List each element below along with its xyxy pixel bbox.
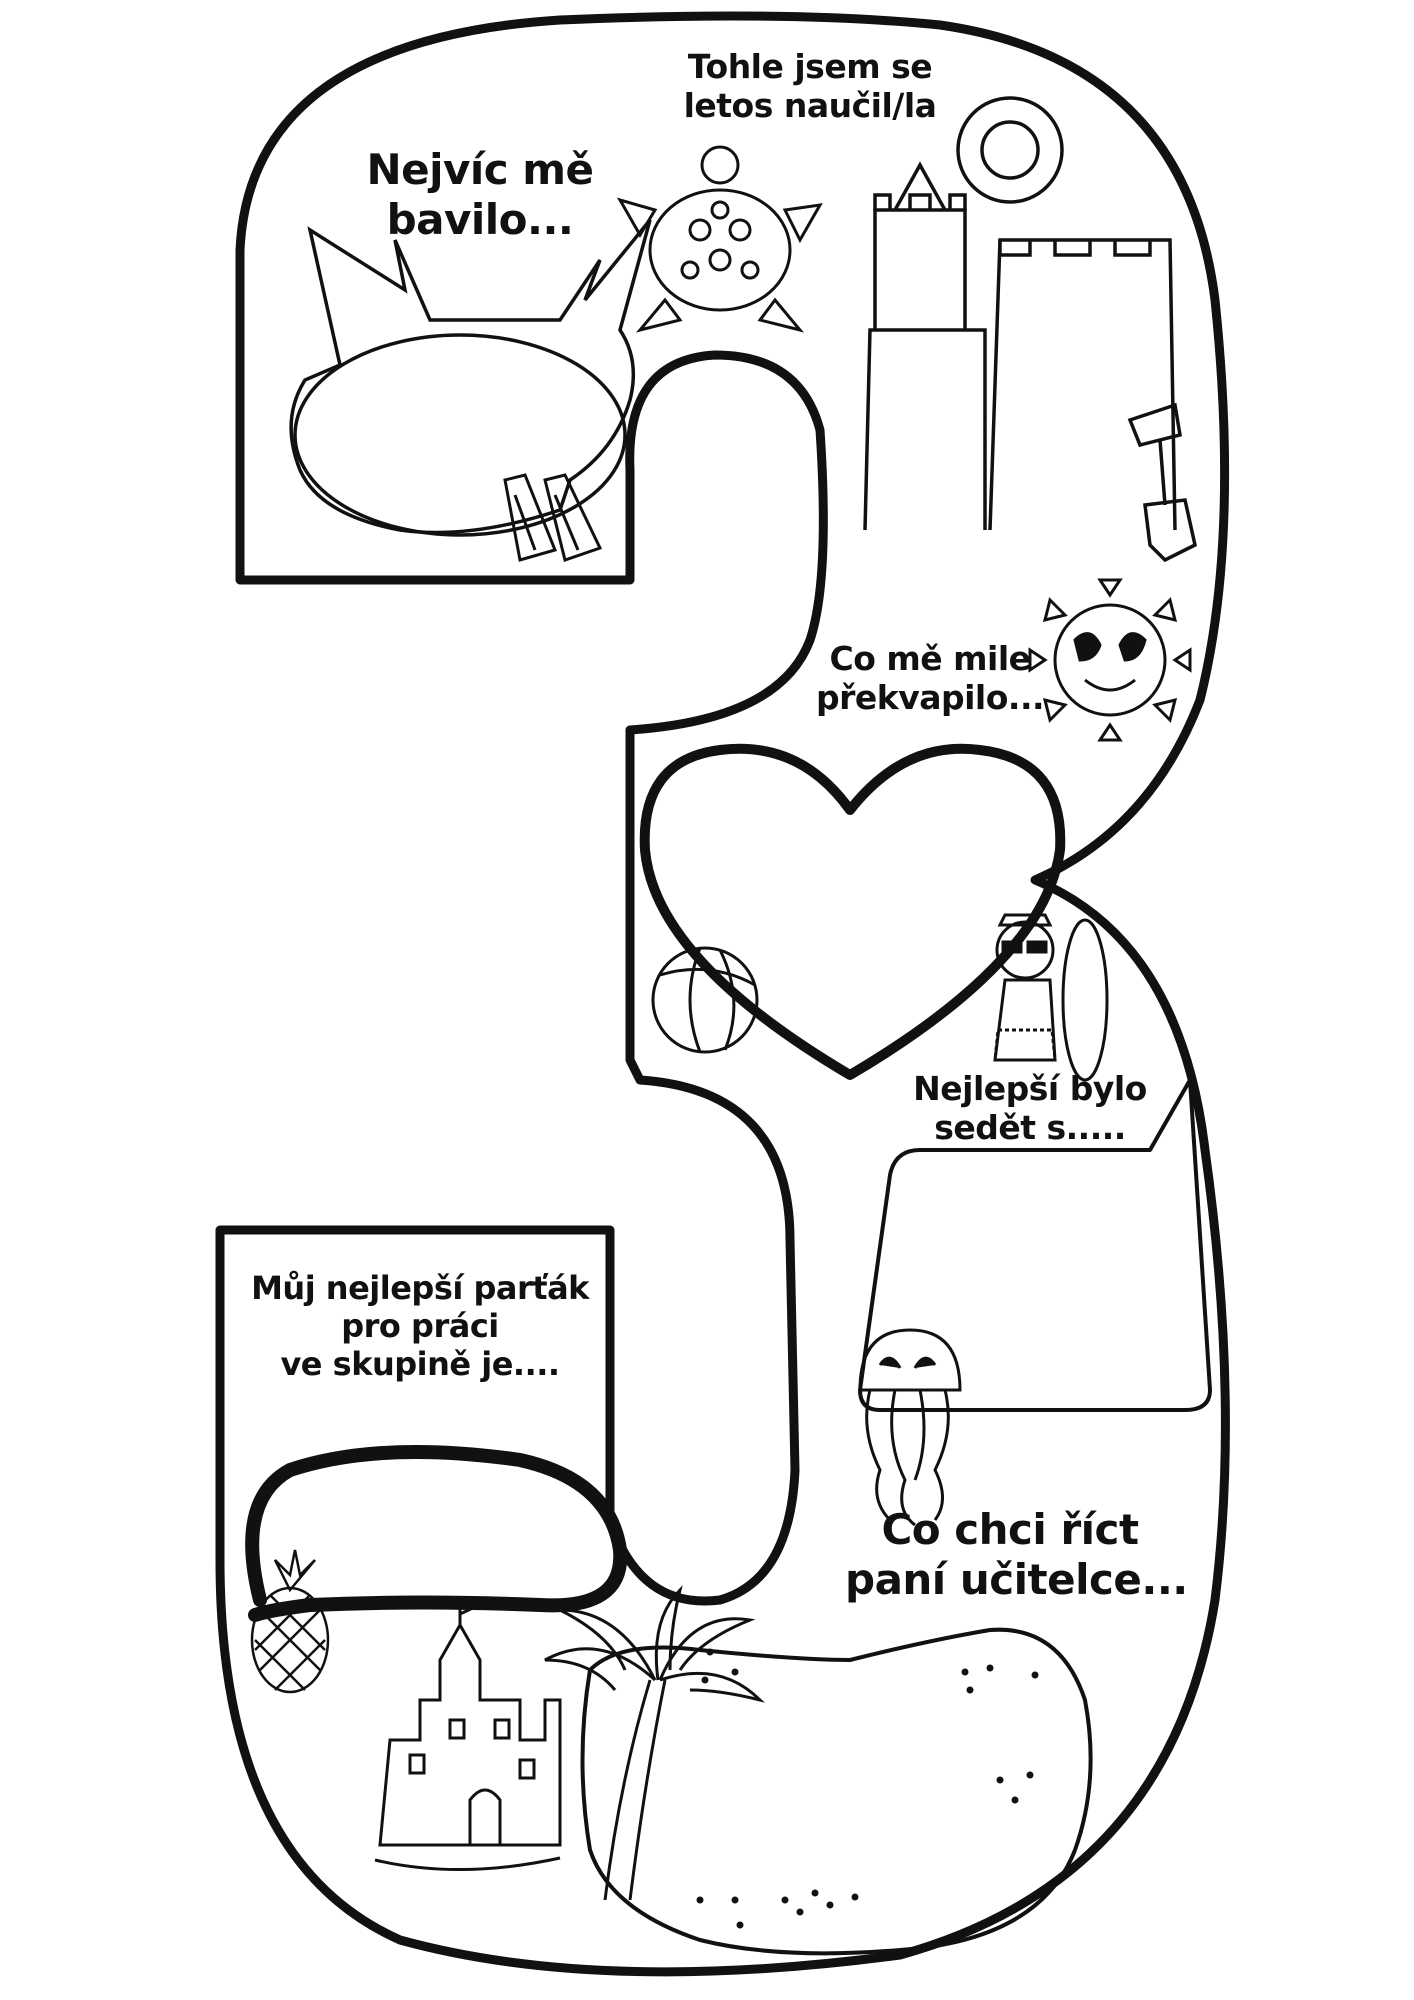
- shovel-icon: [1127, 402, 1198, 563]
- sun-with-sunglasses-icon: [1028, 578, 1192, 742]
- pineapple-icon: [250, 1549, 330, 1694]
- prompt-learned: Tohle jsem se letos naučil/la: [660, 47, 960, 126]
- prompt-line: překvapilo...: [815, 677, 1045, 717]
- prompt-line: Co chci říct: [881, 1505, 1139, 1554]
- prompt-group-partner: Můj nejlepší parťák pro práci ve skupině…: [235, 1269, 605, 1383]
- sandcastle-icon: [374, 1598, 562, 1871]
- sandcastle-tower-icon: [863, 161, 1177, 531]
- prompt-line: Nejvíc mě: [366, 145, 594, 194]
- prompt-surprised: Co mě mile překvapilo...: [800, 639, 1060, 718]
- prompt-line: bavilo...: [386, 194, 574, 244]
- swim-ring-icon: [956, 96, 1064, 204]
- surfing-bear-icon: [993, 913, 1109, 1082]
- surprised-heart-frame: [639, 743, 1066, 1080]
- number-three-outline: [215, 11, 1230, 1977]
- turtle-icon: [616, 145, 823, 333]
- most-fun-frame: [289, 218, 652, 537]
- tell-teacher-blob-frame: [580, 1627, 1093, 1956]
- prompt-line: Můj nejlepší parťák: [251, 1269, 589, 1307]
- group-partner-oval: [245, 1445, 628, 1622]
- palm-tree-icon: [544, 1585, 765, 1901]
- prompt-line: letos naučil/la: [683, 85, 937, 125]
- prompt-line: sedět s.....: [934, 1107, 1126, 1147]
- jellyfish-icon: [858, 1328, 962, 1527]
- prompt-line: pro práci: [341, 1306, 499, 1345]
- prompt-tell-teacher: Co chci říct paní učitelce...: [845, 1505, 1188, 1604]
- beach-ball-icon: [651, 946, 759, 1054]
- prompt-most-fun: Nejvíc mě bavilo...: [350, 145, 610, 244]
- prompt-line: ve skupině je....: [280, 1344, 560, 1383]
- prompt-line: Tohle jsem se: [687, 47, 933, 86]
- prompt-line: Co mě mile: [829, 639, 1031, 678]
- prompt-line: paní učitelce...: [845, 1554, 1188, 1604]
- prompt-line: Nejlepší bylo: [913, 1069, 1147, 1108]
- blob-dots: [696, 1648, 1039, 1929]
- prompt-best-sitting: Nejlepší bylo sedět s.....: [900, 1069, 1160, 1148]
- flippers-icon: [503, 473, 603, 562]
